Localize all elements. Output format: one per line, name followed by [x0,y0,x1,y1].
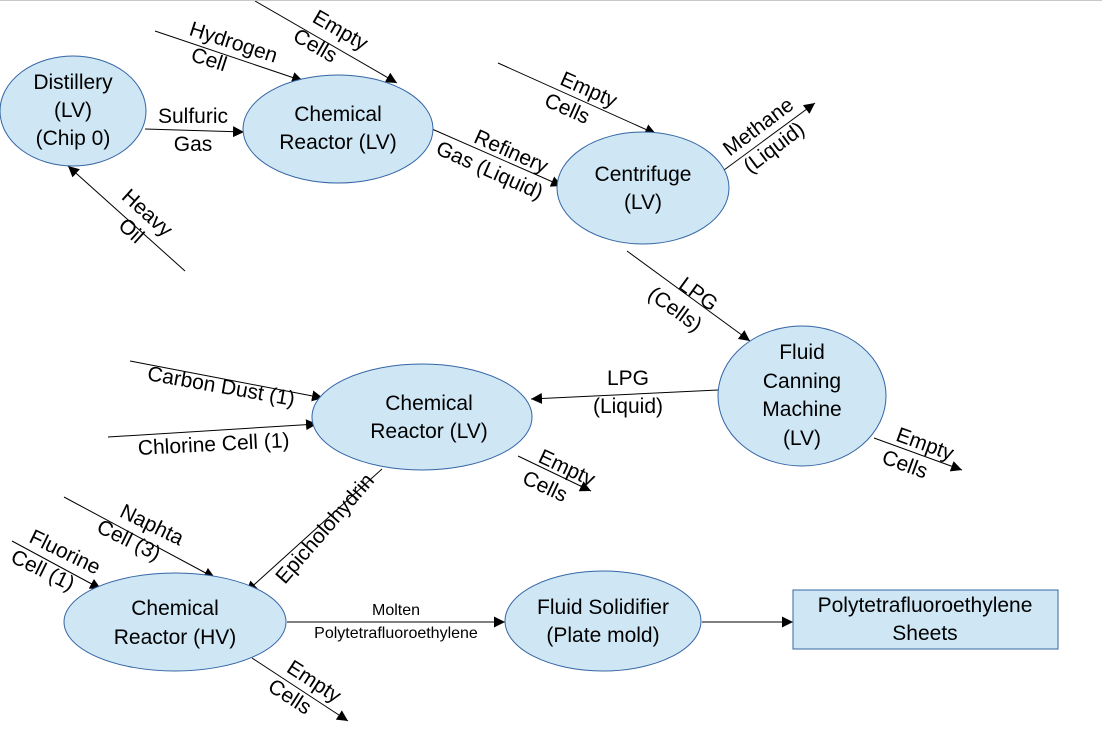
node-chemical-reactor-hv-line-2: Reactor (HV) [114,626,237,649]
node-distillery: Distillery (LV) (Chip 0) [33,71,113,150]
node-fluid-solidifier: Fluid Solidifier (Plate mold) [537,596,669,647]
node-chemical-reactor-hv: Chemical Reactor (HV) [114,597,237,649]
edge-fluorine [11,540,102,590]
label-lpg-liquid-line-2: (Liquid) [593,395,663,418]
edge-sulfuric-gas [144,126,245,138]
edge-lpg-cells [626,250,751,342]
label-carbon-dust-text: Carbon Dust (1) [146,362,297,411]
label-refinery-gas: Refinery Gas (Liquid) [433,125,552,204]
label-molten-ptfe-line-1: Molten [372,602,420,619]
node-chemical-reactor-1-line-1: Chemical [294,103,382,126]
edge-empty-cells-centrifuge [497,62,657,135]
node-fluid-canning: Fluid Canning Machine (LV) [762,341,841,450]
label-lpg-cells: LPG (Cells) [644,273,722,337]
node-chemical-reactor-2-line-2: Reactor (LV) [370,420,487,443]
label-hydrogen-cell: Hydrogen Cell [187,18,281,77]
node-output-sheets: Polytetrafluoroethylene Sheets [818,594,1033,645]
node-chemical-reactor-2-line-1: Chemical [385,392,473,415]
node-chemical-reactor-1-line-2: Reactor (LV) [279,131,396,154]
node-chemical-reactor-1-shape [242,74,434,184]
label-empty-cells-canning: Empty Cells [879,423,957,483]
label-empty-cells-centrifuge: Empty Cells [541,67,621,128]
node-chemical-reactor-2: Chemical Reactor (LV) [370,392,487,443]
label-sulfuric-gas-line-2: Gas [174,133,213,156]
label-molten-ptfe-line-2: Polytetrafluoroethylene [314,625,478,642]
label-sulfuric-gas-line-1: Sulfuric [158,105,228,128]
edges [11,1,963,722]
node-chemical-reactor-1: Chemical Reactor (LV) [279,103,396,154]
label-heavy-oil: Heavy Oil [114,185,177,248]
edge-naphta [63,496,216,579]
node-centrifuge: Centrifuge (LV) [595,163,692,214]
label-empty-cells-top: Empty Cells [289,6,372,68]
node-centrifuge-line-1: Centrifuge [595,163,692,186]
node-chemical-reactor-hv-shape [63,572,287,672]
node-fluid-canning-line-2: Canning [763,370,841,393]
node-fluid-canning-line-3: Machine [762,398,841,421]
edge-lpg-liquid [530,389,719,404]
node-distillery-line-2: (LV) [54,99,92,122]
node-output-line-2: Sheets [892,622,957,645]
label-naphta: Naphta Cell (3) [93,500,187,566]
edge-methane [719,102,816,174]
label-empty-cells-reactor2: Empty Cells [519,445,599,507]
label-lpg-liquid: LPG (Liquid) [593,367,663,418]
edge-chlorine-cell [107,419,318,438]
edge-hydrogen-cell [154,30,304,83]
node-fluid-canning-line-1: Fluid [779,341,825,364]
node-distillery-line-1: Distillery [33,71,113,94]
edge-empty-cells-hv [251,657,349,722]
node-fluid-canning-shape [717,325,887,467]
node-centrifuge-line-2: (LV) [624,191,662,214]
edge-empty-cells-canning [873,437,963,472]
edge-carbon-dust [129,360,324,402]
node-distillery-line-3: (Chip 0) [36,127,111,150]
edge-refinery-gas [431,128,563,187]
label-empty-cells-hv: Empty Cells [264,656,346,719]
node-fluid-solidifier-line-1: Fluid Solidifier [537,596,669,619]
label-epichlorohydrin-text: Epicholohydrin [271,469,379,588]
label-epichlorohydrin: Epicholohydrin [271,469,379,588]
node-output-line-1: Polytetrafluoroethylene [818,594,1033,617]
label-methane: Methane (Liquid) [719,93,809,178]
node-centrifuge-shape [556,131,730,245]
edge-empty-cells-reactor2 [517,455,592,492]
node-distillery-shape [0,55,147,167]
node-fluid-canning-line-4: (LV) [783,427,821,450]
edge-empty-cells-top [254,1,398,84]
label-molten-ptfe: Molten Polytetrafluoroethylene [314,602,478,642]
label-sulfuric-gas: Sulfuric Gas [158,105,228,156]
node-fluid-solidifier-shape [504,570,702,672]
edge-epichlorohydrin [245,468,383,593]
node-output-shape [792,589,1059,650]
label-lpg-liquid-line-1: LPG [607,367,649,390]
node-fluid-solidifier-line-2: (Plate mold) [546,624,659,647]
node-chemical-reactor-2-shape [311,363,533,471]
edge-heavy-oil [67,165,186,272]
label-carbon-dust: Carbon Dust (1) [146,362,297,411]
node-chemical-reactor-hv-line-1: Chemical [131,597,219,620]
nodes [0,55,1059,672]
